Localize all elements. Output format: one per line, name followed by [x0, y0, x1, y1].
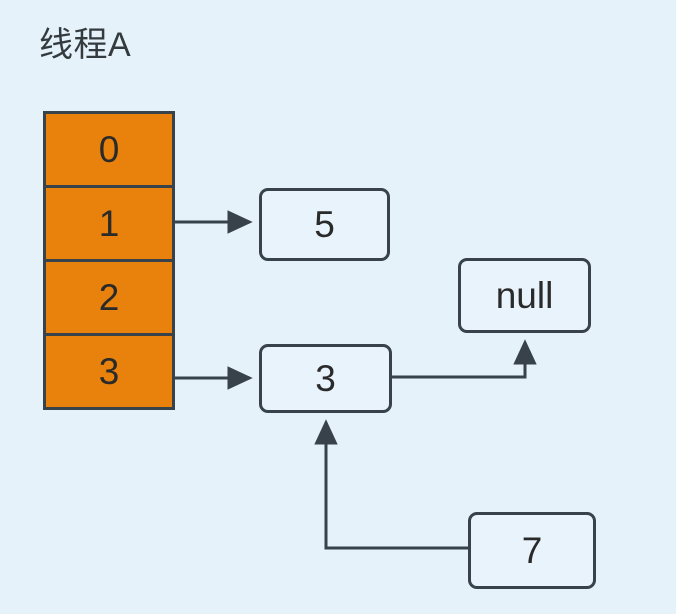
bucket-cell-1-label: 1 — [98, 203, 120, 244]
edge-3-to-null — [392, 339, 537, 379]
hash-bucket-array: 0 1 2 3 — [43, 111, 175, 410]
node-box-5[interactable]: 5 — [259, 188, 390, 261]
node-box-3[interactable]: 3 — [259, 344, 392, 413]
bucket-cell-0[interactable]: 0 — [46, 114, 172, 185]
node-box-7[interactable]: 7 — [468, 512, 596, 589]
page-title: 线程A — [39, 26, 132, 64]
bucket-cell-2-label: 2 — [98, 277, 120, 318]
bucket-cell-3[interactable]: 3 — [46, 333, 172, 407]
bucket-cell-3-label: 3 — [98, 351, 120, 392]
bucket-cell-1[interactable]: 1 — [46, 185, 172, 259]
node-box-5-label: 5 — [314, 204, 335, 245]
edge-7-to-3 — [314, 419, 468, 550]
node-box-null[interactable]: null — [458, 258, 591, 333]
node-box-3-label: 3 — [315, 358, 336, 399]
bucket-cell-2[interactable]: 2 — [46, 259, 172, 333]
node-box-7-label: 7 — [521, 530, 543, 571]
node-box-null-label: null — [495, 275, 554, 316]
bucket-cell-0-label: 0 — [98, 129, 120, 170]
